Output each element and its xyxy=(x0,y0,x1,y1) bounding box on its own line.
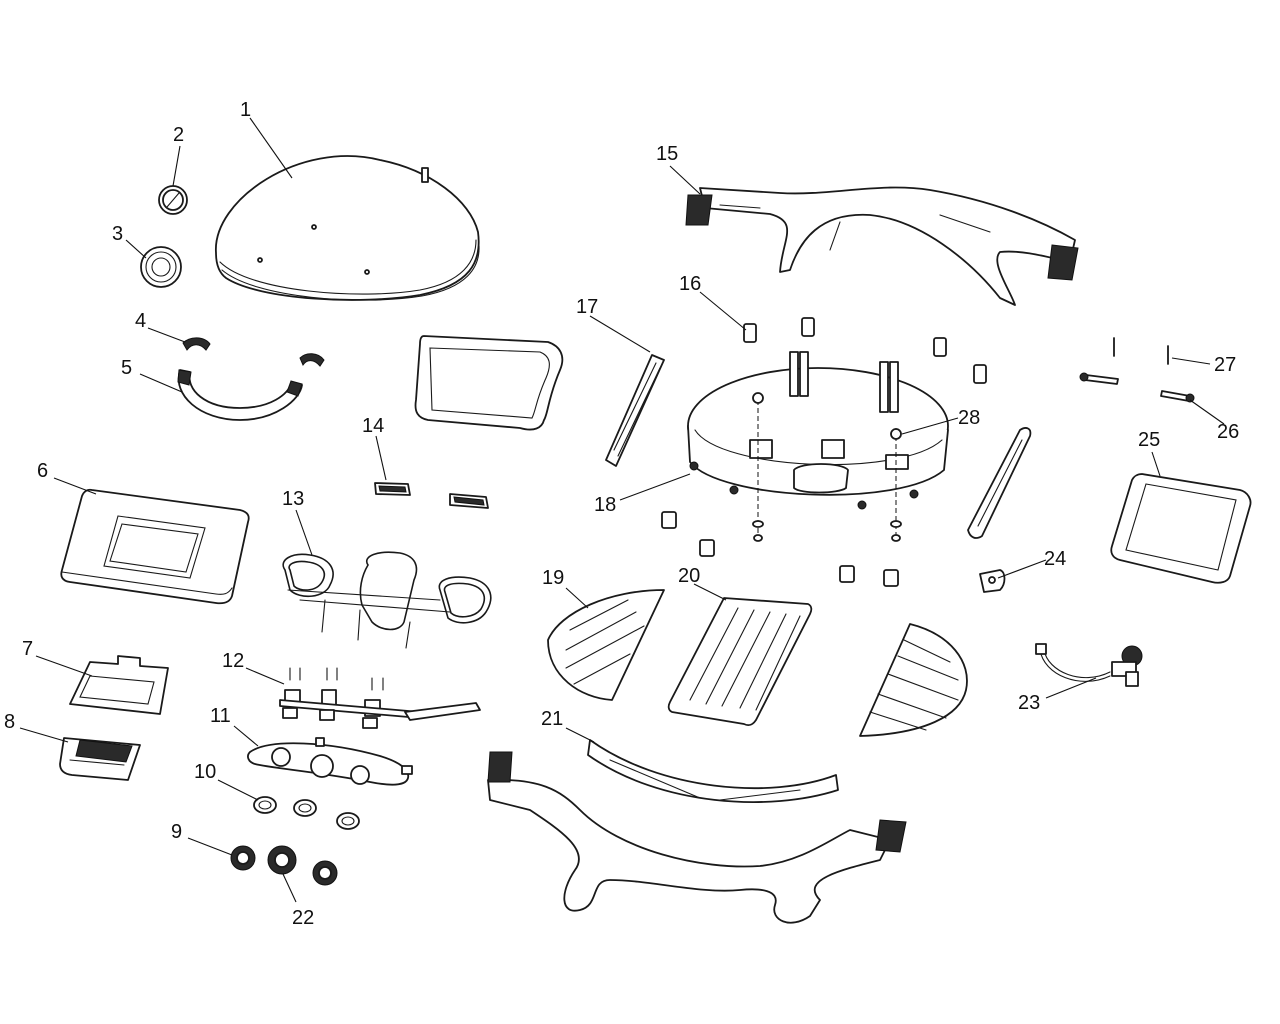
part-12-valve-manifold xyxy=(279,667,481,729)
callout-labels: 1 2 3 4 5 6 7 8 9 10 11 12 13 14 15 16 1… xyxy=(4,99,1239,929)
callout-20: 20 xyxy=(678,565,700,587)
part-17-heat-shield-left xyxy=(605,354,665,467)
part-1-lid xyxy=(215,155,480,301)
part-23-regulator-hose xyxy=(1035,643,1143,687)
callout-16: 16 xyxy=(679,273,701,295)
callout-8: 8 xyxy=(4,711,15,733)
part-bowl-cookbox xyxy=(687,351,949,510)
callout-23: 23 xyxy=(1018,692,1040,714)
callout-3: 3 xyxy=(112,223,123,245)
part-24-bracket xyxy=(979,569,1006,593)
callout-12: 12 xyxy=(222,650,244,672)
callout-14: 14 xyxy=(362,415,384,437)
part-18-side-handle xyxy=(414,335,564,431)
callout-10: 10 xyxy=(194,761,216,783)
callout-5: 5 xyxy=(121,357,132,379)
leader-lines xyxy=(19,117,1225,903)
callout-27: 27 xyxy=(1214,354,1236,376)
callout-18: 18 xyxy=(594,494,616,516)
part-19-grate-left xyxy=(547,589,665,701)
callout-7: 7 xyxy=(22,638,33,660)
callout-26: 26 xyxy=(1217,421,1239,443)
part-heat-shield-right xyxy=(967,427,1032,539)
part-8-basket xyxy=(59,737,141,781)
callout-15: 15 xyxy=(656,143,678,165)
part-13-burner-assembly xyxy=(282,551,492,649)
part-7-drip-tray xyxy=(69,655,169,715)
part-15-upper-frame xyxy=(685,186,1079,306)
part-3-dial xyxy=(140,246,182,288)
callout-13: 13 xyxy=(282,488,304,510)
part-16-grate-clips xyxy=(743,317,987,384)
part-26-bolts xyxy=(1079,372,1195,403)
callout-25: 25 xyxy=(1138,429,1160,451)
part-9-control-knobs xyxy=(230,845,338,886)
callout-28: 28 xyxy=(958,407,980,429)
part-27-pins xyxy=(1113,337,1169,365)
part-6-side-table xyxy=(60,488,250,605)
callout-6: 6 xyxy=(37,460,48,482)
callout-17: 17 xyxy=(576,296,598,318)
part-14-clips xyxy=(374,482,489,509)
callout-21: 21 xyxy=(541,708,563,730)
callout-11: 11 xyxy=(210,705,231,727)
callout-4: 4 xyxy=(135,310,146,332)
part-feet xyxy=(661,511,899,587)
part-2-thermometer xyxy=(158,185,188,215)
callout-2: 2 xyxy=(173,124,184,146)
part-5-handle xyxy=(177,369,303,421)
callout-22: 22 xyxy=(292,907,314,929)
part-11-control-panel xyxy=(247,737,413,786)
callout-24: 24 xyxy=(1044,548,1066,570)
part-25-side-table-right xyxy=(1110,473,1252,584)
callout-19: 19 xyxy=(542,567,564,589)
part-20-grate-center xyxy=(667,597,813,727)
callout-9: 9 xyxy=(171,821,182,843)
part-10-knob-bezels xyxy=(253,796,360,830)
part-28-screws xyxy=(752,392,902,542)
part-21-base-frame xyxy=(487,739,907,924)
callout-1: 1 xyxy=(240,99,251,121)
part-4-handle-bracket xyxy=(182,337,325,367)
part-grate-right xyxy=(859,623,968,737)
